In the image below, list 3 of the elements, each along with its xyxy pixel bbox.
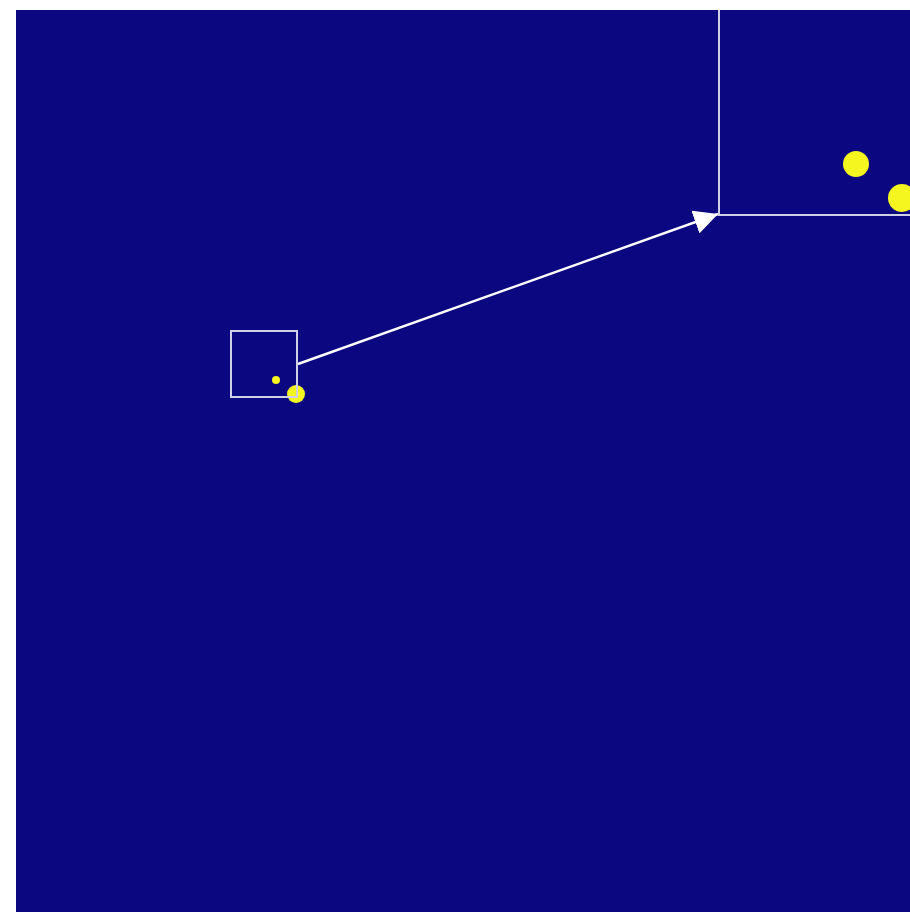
selection-box — [230, 330, 298, 398]
arrow — [297, 210, 719, 366]
inset-frame — [718, 10, 910, 216]
